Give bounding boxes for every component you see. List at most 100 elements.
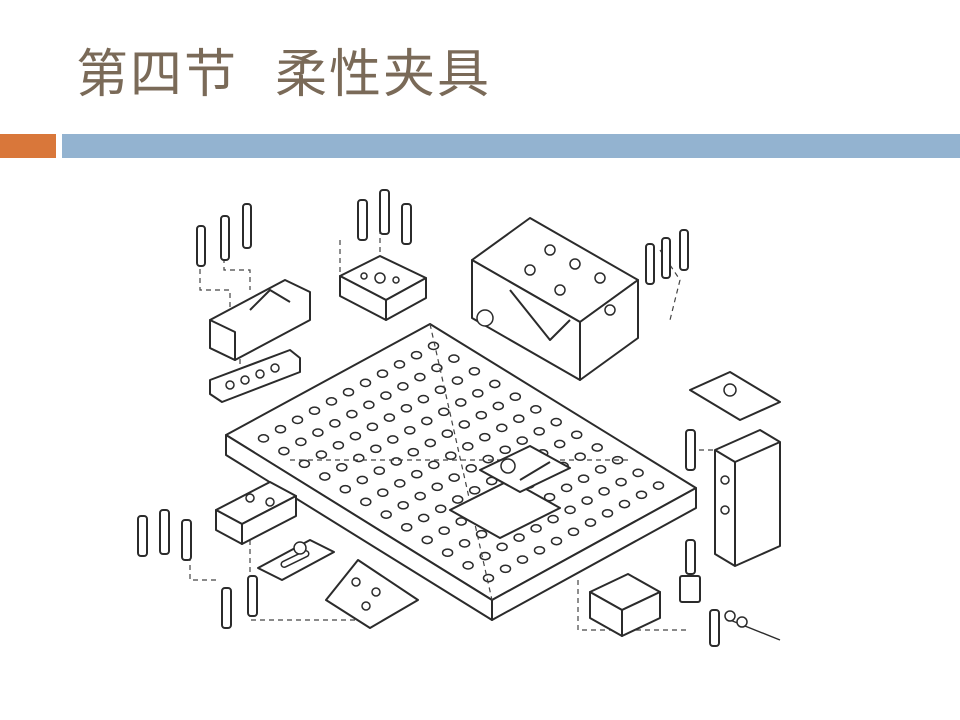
plate-hole [428, 460, 440, 470]
plate-hole [482, 573, 495, 583]
plate-hole [332, 440, 345, 450]
square-block-assembly [339, 189, 427, 321]
plate-hole [400, 522, 413, 532]
plate-hole [513, 533, 525, 542]
plate-hole [380, 391, 392, 400]
plate-hole [516, 436, 528, 445]
plate-hole [404, 425, 416, 435]
plate-hole [397, 382, 409, 391]
plate-hole [427, 341, 440, 351]
plate-hole [458, 420, 471, 429]
plate-hole [513, 414, 525, 424]
plate-hole [383, 413, 396, 422]
plate-hole [553, 439, 566, 449]
plate-hole [618, 499, 631, 509]
plate-hole [359, 378, 372, 388]
plate-hole [496, 423, 508, 433]
plate-hole [547, 514, 559, 524]
slide-title: 第四节 柔性夹具 [76, 45, 492, 105]
plate-hole [370, 444, 382, 454]
plate-hole [394, 479, 406, 488]
plate-hole [462, 442, 474, 451]
plate-hole [462, 561, 474, 570]
plate-hole [295, 437, 307, 447]
plate-hole [543, 492, 556, 502]
plate-hole [458, 539, 471, 548]
plate-hole [451, 495, 464, 504]
plate-hole [366, 422, 379, 432]
plate-hole [329, 419, 341, 428]
plate-hole [421, 535, 433, 545]
plate-hole [482, 454, 494, 464]
plate-hole [448, 473, 460, 482]
plate-hole [441, 548, 454, 558]
plate-hole [407, 447, 420, 457]
plate-hole [564, 505, 576, 515]
triangle-locator [325, 559, 419, 629]
plate-hole [410, 350, 423, 360]
plate-hole [438, 526, 450, 536]
plate-hole [417, 513, 430, 523]
v-block-assembly [196, 203, 311, 403]
plate-hole [499, 564, 512, 574]
column-clamp-assembly [685, 371, 781, 567]
plate-hole [336, 462, 348, 472]
title-accent-bar [0, 134, 56, 158]
plate-hole [400, 403, 413, 413]
plate-hole [278, 446, 290, 456]
fork-clamp-assembly [589, 539, 781, 647]
plate-hole [475, 410, 488, 420]
left-block-assembly [137, 481, 297, 561]
plate-hole [424, 438, 437, 448]
plate-hole [380, 510, 392, 519]
plate-hole [431, 363, 443, 373]
plate-hole [377, 488, 389, 498]
plate-hole [360, 497, 372, 507]
plate-hole [468, 366, 481, 376]
plate-hole [339, 484, 352, 494]
plate-hole [594, 465, 607, 474]
plate-hole [373, 466, 386, 476]
plate-hole [349, 431, 362, 441]
plate-hole [421, 416, 433, 426]
plate-hole [291, 415, 304, 425]
plate-hole [570, 430, 583, 440]
plate-hole [438, 407, 450, 417]
plate-hole [356, 475, 369, 485]
title-underline-bar [62, 134, 960, 158]
plate-hole [411, 469, 423, 479]
plate-hole [455, 398, 467, 407]
plate-hole [387, 435, 399, 444]
plate-hole [499, 445, 511, 455]
plate-hole [397, 500, 409, 510]
plate-hole [414, 491, 426, 501]
angle-block-assembly [471, 217, 689, 381]
plate-hole [533, 545, 546, 555]
center-clamp [449, 445, 571, 539]
plate-hole [567, 527, 580, 537]
slotted-strap [221, 539, 335, 629]
plate-hole [393, 360, 406, 369]
plate-hole [319, 472, 331, 481]
plate-hole [475, 529, 488, 539]
plate-hole [346, 409, 358, 419]
plate-hole [584, 518, 597, 527]
plate-hole [550, 536, 563, 546]
plate-hole [448, 354, 460, 363]
plate-hole [492, 401, 505, 411]
plate-hole [434, 385, 447, 395]
plate-hole [455, 517, 467, 526]
plate-hole [560, 483, 573, 493]
plate-hole [574, 452, 586, 462]
plate-hole [530, 405, 542, 414]
plate-hole [342, 387, 355, 397]
plate-hole [581, 496, 593, 505]
plate-hole [533, 426, 545, 436]
plate-hole [530, 524, 542, 533]
plate-hole [414, 372, 426, 382]
plate-hole [441, 429, 454, 439]
plate-hole [451, 376, 464, 385]
plate-hole [632, 468, 644, 478]
plate-hole [509, 392, 522, 402]
plate-hole [257, 434, 270, 443]
